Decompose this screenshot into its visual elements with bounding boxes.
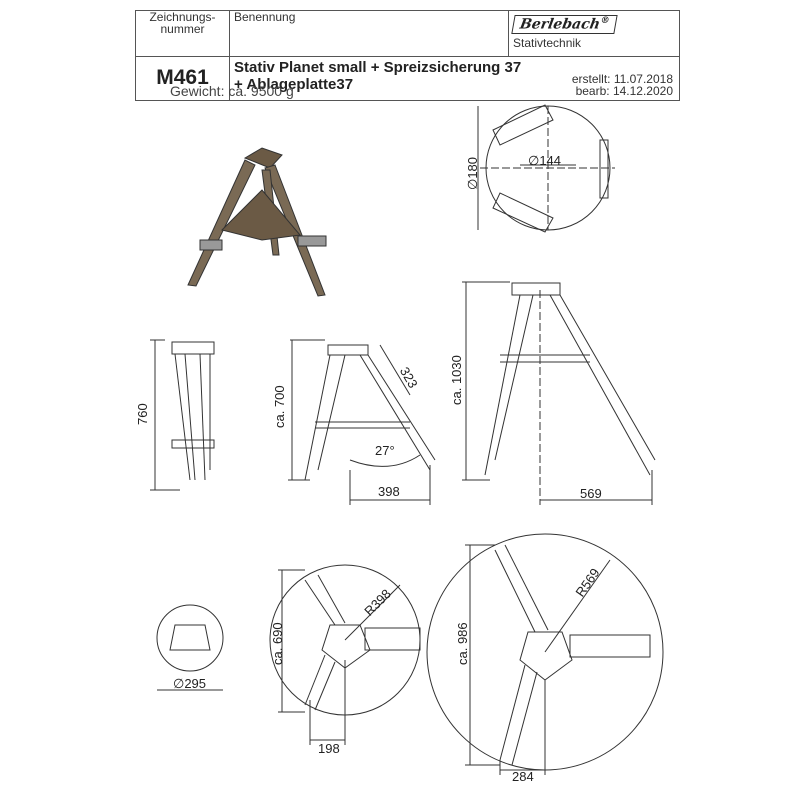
top-view-spread-large	[426, 533, 664, 775]
title-cell: Stativ Planet small + Spreizsicherung 37…	[229, 55, 680, 101]
dim-700: ca. 700	[272, 385, 287, 428]
label-line1: Zeichnungs-	[149, 10, 216, 24]
dim-986: ca. 986	[455, 622, 470, 665]
dim-690: ca. 690	[270, 622, 285, 665]
brand-subtitle: Stativtechnik	[513, 35, 582, 50]
created-date: erstellt: 11.07.2018	[571, 71, 673, 86]
title-line1: Stativ Planet small + Spreizsicherung 37	[234, 58, 522, 76]
folded-tripod-view	[150, 339, 215, 491]
drawing-number-label: Zeichnungs-nummer	[135, 10, 230, 57]
title-block: Zeichnungs-nummer Benennung Berlebach® S…	[135, 10, 680, 101]
dim-398: 398	[378, 484, 400, 499]
label-line2: nummer	[160, 22, 205, 36]
name-label: Benennung	[229, 10, 509, 57]
dim-d295: ∅295	[173, 676, 207, 691]
dim-d180: ∅180	[465, 156, 480, 190]
drawing-number: M461	[135, 55, 230, 101]
edited-date: bearb: 14.12.2020	[575, 83, 673, 98]
side-view-tall	[462, 281, 656, 505]
title-line2: + Ablageplatte37	[234, 75, 354, 93]
weight-note: Gewicht: ca. 9500 g	[170, 83, 294, 99]
dim-284: 284	[512, 769, 534, 784]
side-view-small	[288, 339, 436, 505]
dim-1030: ca. 1030	[449, 355, 464, 405]
top-view-spread-small	[269, 564, 421, 745]
top-view-folded	[156, 604, 224, 691]
isometric-tripod-view	[187, 147, 327, 297]
dim-569: 569	[580, 486, 602, 501]
dim-d144: ∅144	[528, 153, 562, 168]
dim-760: 760	[135, 403, 150, 425]
dim-27deg: 27°	[375, 443, 395, 458]
dim-198: 198	[318, 741, 340, 756]
brand-cell: Berlebach® Stativtechnik	[508, 10, 680, 57]
top-view-plate	[477, 104, 615, 233]
